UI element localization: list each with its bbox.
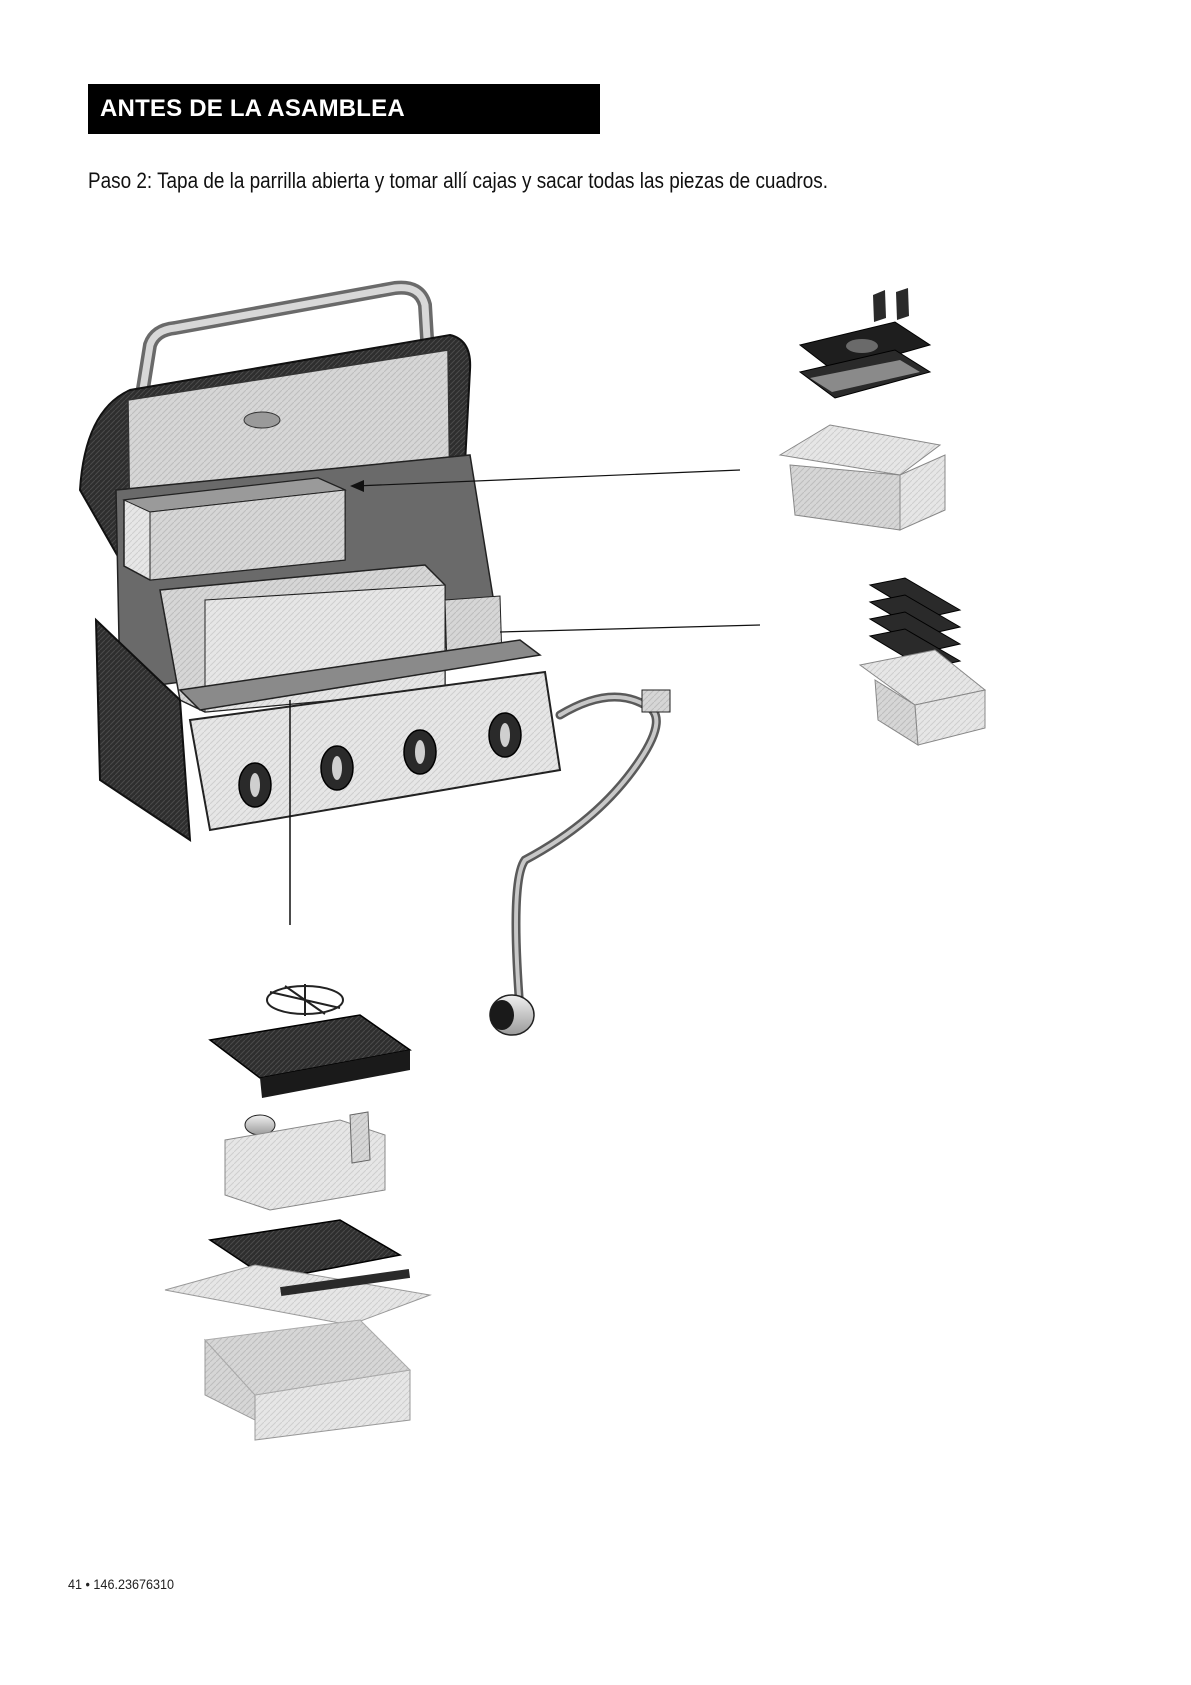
grease-tray-box-icon [780,288,945,530]
page-number: 41 • 146.23676310 [68,1576,174,1592]
grill-illustration [80,288,760,925]
side-burner-box-icon [165,984,430,1440]
heat-plates-box-icon [860,578,985,745]
